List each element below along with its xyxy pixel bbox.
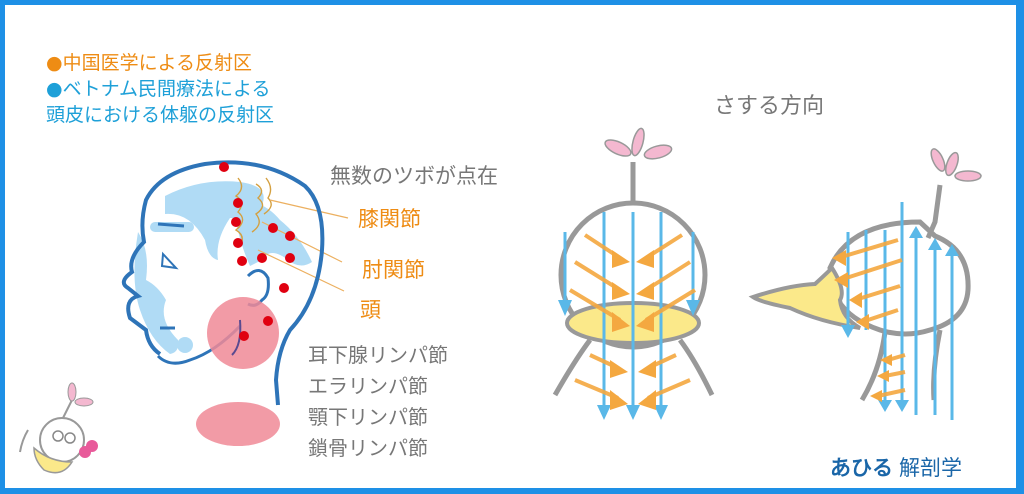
head-profile-illustration	[121, 160, 349, 446]
lymph-clavicle: 鎖骨リンパ節	[308, 436, 428, 460]
legend-chinese-medicine: ●中国医学による反射区	[46, 52, 253, 74]
brand-kana: あひる	[830, 456, 893, 480]
side-profile-illustration	[748, 148, 982, 420]
acupoint-annotation: 無数のツボが点在	[330, 164, 498, 188]
duck-mascot-icon	[19, 382, 98, 474]
label-knee-joint: 膝関節	[358, 207, 421, 231]
lymph-submandibular: 顎下リンパ節	[308, 405, 428, 429]
legend-vietnamese-line2: 頭皮における体躯の反射区	[46, 104, 275, 126]
brand-logo: あひる解剖学	[830, 452, 962, 482]
stroke-direction-title: さする方向	[714, 94, 825, 119]
brand-kanji: 解剖学	[899, 456, 962, 480]
legend-vietnamese-line1: ●ベトナム民間療法による	[46, 78, 271, 100]
flower-sprout-icon	[604, 127, 673, 205]
label-elbow-joint: 肘関節	[362, 258, 425, 282]
lymph-jaw: エラリンパ節	[308, 374, 428, 398]
lymph-parotid: 耳下腺リンパ節	[308, 343, 448, 367]
legend: ●中国医学による反射区 ●ベトナム民間療法による 頭皮における体躯の反射区	[46, 50, 274, 128]
front-face-illustration	[552, 127, 715, 420]
label-head: 頭	[360, 298, 381, 322]
flower-sprout-icon	[925, 148, 982, 240]
lymph-node-list: 耳下腺リンパ節 エラリンパ節 顎下リンパ節 鎖骨リンパ節	[308, 340, 448, 464]
